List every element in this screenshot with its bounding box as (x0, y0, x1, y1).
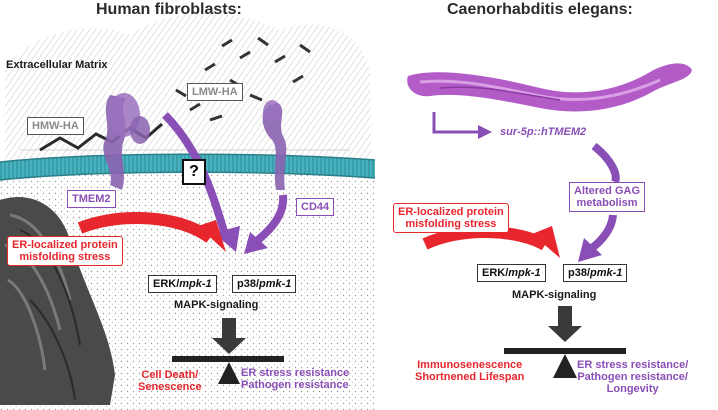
right-erk-gene: mpk-1 (508, 267, 541, 279)
right-erk-prefix: ERK/ (482, 267, 509, 279)
right-good-outcome-line3: Longevity (606, 383, 659, 396)
tmem2-label: TMEM2 (67, 190, 116, 209)
cd44-protein (262, 100, 287, 190)
lmw-ha-label: LMW-HA (187, 83, 243, 102)
left-bad-outcome-line1: Cell Death/ (141, 369, 199, 381)
transgene-label: sur-5p::hTMEM2 (500, 127, 586, 138)
left-red-arrow (77, 211, 226, 252)
right-down-arrow (548, 306, 582, 342)
tmem2-protein (103, 93, 150, 190)
right-good-outcome-line1: ER stress resistance/ (577, 359, 689, 371)
left-er-stress-label: ER-localized protein misfolding stress (7, 236, 123, 267)
extracellular-matrix-label: Extracellular Matrix (6, 59, 108, 71)
right-p38-prefix: p38/ (568, 267, 591, 279)
right-purple-arrow (578, 142, 620, 262)
left-erk-prefix: ERK/ (153, 278, 180, 290)
left-p38-gene: pmk-1 (259, 278, 292, 290)
cd44-label: CD44 (296, 198, 335, 217)
left-down-arrow (212, 318, 246, 354)
right-panel-title: Caenorhabditis elegans: (447, 1, 633, 18)
left-bad-outcome: Cell Death/ Senescence (138, 369, 202, 393)
right-er-stress-line1: ER-localized protein (398, 206, 504, 218)
transgene-text: sur-5p::hTMEM2 (500, 126, 587, 138)
right-erk-box: ERK/mpk-1 (477, 264, 546, 283)
left-bad-outcome-line2: Senescence (138, 381, 202, 394)
gag-line1: Altered GAG (574, 185, 641, 197)
right-bad-outcome-line2: Shortnened Lifespan (415, 371, 525, 384)
left-panel-title: Human fibroblasts: (96, 1, 242, 18)
right-er-stress-line2: misfolding stress (405, 218, 497, 231)
right-p38-box: p38/pmk-1 (563, 264, 628, 283)
left-er-stress-line1: ER-localized protein (12, 239, 118, 251)
left-erk-gene: mpk-1 (179, 278, 212, 290)
left-mapk-label: MAPK-signaling (174, 299, 259, 311)
right-er-stress-label: ER-localized protein misfolding stress (393, 203, 509, 234)
right-bad-outcome: Immunosenescence Shortnened Lifespan (415, 359, 524, 383)
right-p38-gene: pmk-1 (590, 267, 623, 279)
left-er-stress-line2: misfolding stress (19, 251, 111, 264)
right-good-outcome-line2: Pathogen resistance/ (577, 371, 688, 384)
right-balance (504, 348, 626, 378)
left-balance (172, 356, 284, 384)
left-p38-box: p38/pmk-1 (232, 275, 297, 294)
gag-metabolism-box: Altered GAG metabolism (569, 182, 646, 213)
left-good-outcome-line2: Pathogen resistance (241, 379, 349, 392)
left-p38-prefix: p38/ (237, 278, 260, 290)
left-good-outcome-line1: ER stress resistance (241, 367, 350, 379)
question-mark-box: ? (182, 159, 206, 185)
left-good-outcome: ER stress resistance Pathogen resistance (241, 367, 349, 391)
gag-line2: metabolism (576, 197, 638, 210)
left-erk-box: ERK/mpk-1 (148, 275, 217, 294)
right-good-outcome: ER stress resistance/ Pathogen resistanc… (577, 359, 688, 395)
c-elegans-worm (407, 63, 692, 112)
hmw-ha-label: HMW-HA (27, 117, 84, 136)
right-mapk-label: MAPK-signaling (512, 289, 597, 301)
promoter-arrow (432, 112, 492, 139)
right-bad-outcome-line1: Immunosenescence (417, 359, 523, 371)
